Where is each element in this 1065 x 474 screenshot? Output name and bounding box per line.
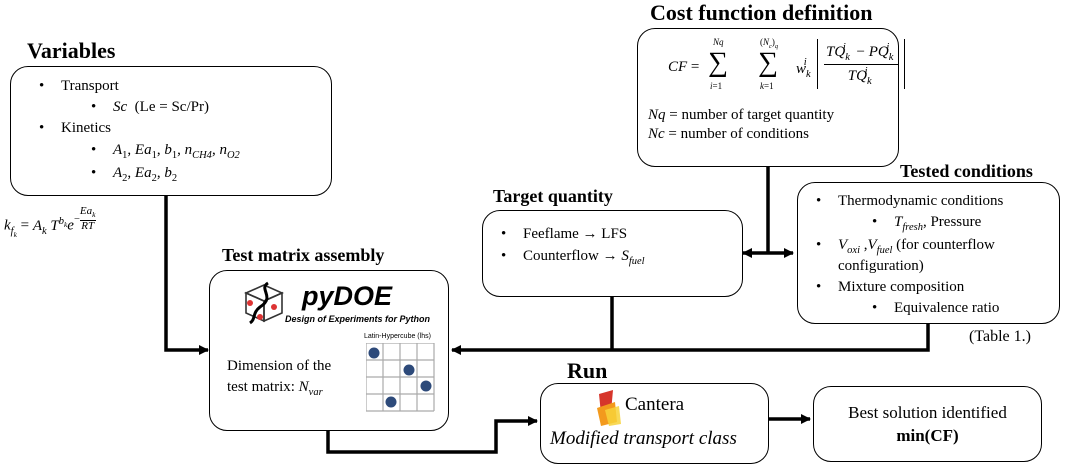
target-item-counterflow: Counterflow → Sfuel [501,248,645,267]
kinetic-params-2: A2, Ea2, b2 [91,165,177,184]
arrow-variables-to-test-matrix [164,195,209,355]
le-equation: (Le = Sc/Pr) [134,99,209,115]
table-reference: (Table 1.) [969,328,1031,345]
kinetics-label: Kinetics [39,120,111,137]
pydoe-subtitle: Design of Experiments for Python [285,314,431,324]
target-item-freeflame: Feeflame → LFS [501,226,627,243]
nc-definition: Nc = number of conditions [648,126,809,142]
test-matrix-title: Test matrix assembly [222,245,385,265]
tested-conditions-title: Tested conditions [900,161,1033,181]
velocity-item-cont: configuration) [838,258,924,274]
target-quantity-title: Target quantity [493,186,613,206]
kinetic-params-1: A1, Ea1, b1, nCH4, nO2 [91,142,240,161]
run-box: Cantera Modified transport class [540,383,769,464]
mixture-label: Mixture composition [816,279,964,296]
sc-item: Sc (Le = Sc/Pr) [91,99,209,116]
nq-definition: Nq = number of target quantity [648,107,835,123]
test-matrix-box: pyDOE Design of Experiments for Python D… [209,270,449,431]
best-line-1: Best solution identified [848,403,1007,422]
lhs-title: Latin-Hypercube (lhs) [364,333,431,340]
tested-conditions-box: Thermodynamic conditions Tfresh, Pressur… [797,182,1060,324]
arrow-conditions-to-test-matrix [451,323,930,355]
arrow-test-matrix-to-run [326,416,538,454]
modified-transport-label: Modified transport class [550,428,737,449]
cantera-label: Cantera [625,394,685,415]
velocity-item: Voxi ,Vfuel (for counterflow [816,237,995,256]
best-line-2: min(CF) [896,426,959,445]
variables-box: Transport Sc (Le = Sc/Pr) Kinetics A1, E… [10,66,332,196]
cost-function-box: CF = Nq ∑ i=1 (Nc)q ∑ k=1 wki TQki − PQk… [637,28,906,167]
pydoe-cube-icon [244,281,284,325]
pydoe-logo: pyDOE [302,281,393,311]
dimension-line-1: Dimension of the [227,358,332,374]
best-solution-box: Best solution identified min(CF) [813,386,1042,462]
dimension-text: test matrix: [227,379,299,395]
lhs-grid-icon [366,343,435,412]
dimension-line-2: test matrix: Nvar [227,379,323,398]
thermo-label: Thermodynamic conditions [816,193,1003,210]
target-quantity-box: Feeflame → LFS Counterflow → Sfuel [482,210,743,297]
cost-function-title: Cost function definition [650,0,873,25]
run-title: Run [567,358,608,383]
transport-label: Transport [39,78,119,95]
cantera-logo-icon [597,390,621,426]
tfresh-item: Tfresh, Pressure [872,214,981,233]
variables-title: Variables [27,38,116,63]
equivalence-item: Equivalence ratio [872,300,999,317]
sc-symbol: Sc [113,99,128,115]
